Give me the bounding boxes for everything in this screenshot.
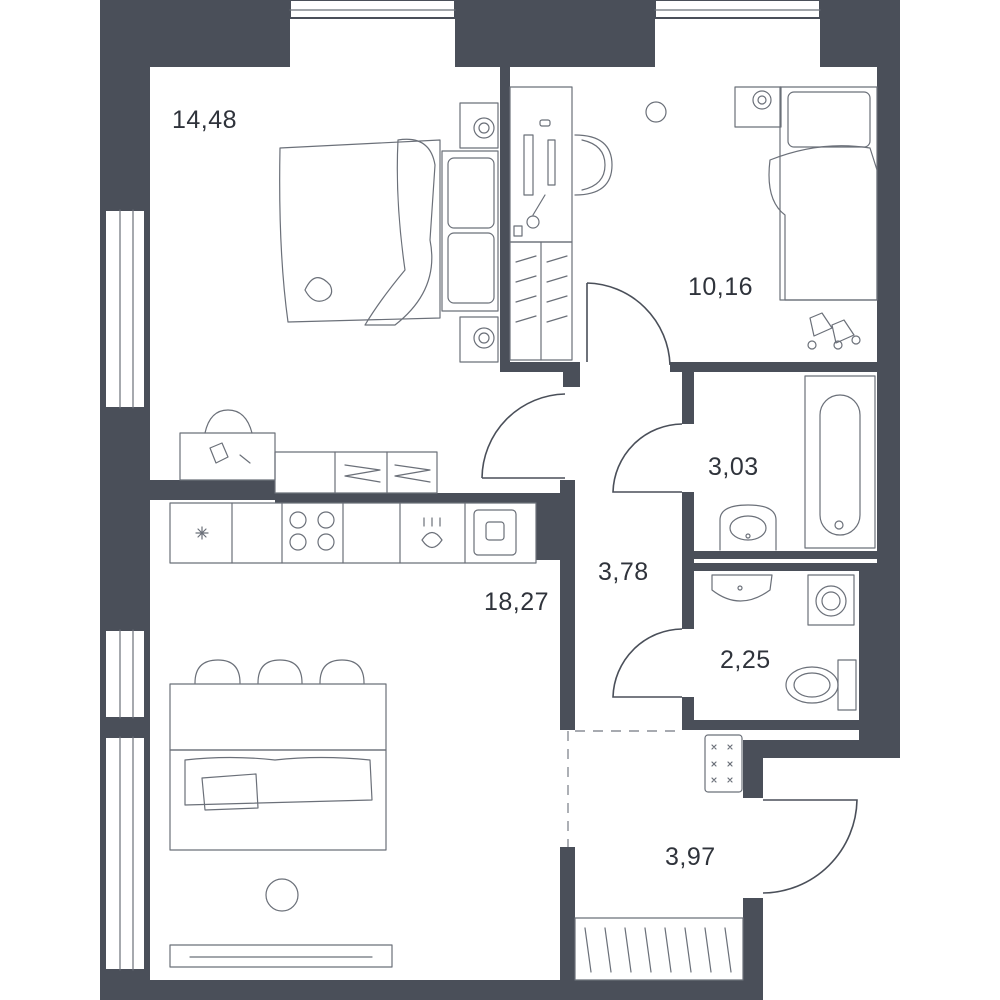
- kids-room-furniture: [509, 86, 878, 361]
- living-furniture: [169, 659, 393, 968]
- kitchen-furniture: [169, 451, 537, 564]
- area-label-kids-room: 10,16: [688, 273, 753, 301]
- bathroom-furniture: [719, 375, 876, 551]
- windows: [104, 0, 821, 971]
- bedroom-furniture: [179, 102, 499, 481]
- area-label-entrance: 3,97: [665, 843, 716, 871]
- area-label-bathroom: 3,03: [708, 453, 759, 481]
- entrance-furniture: [574, 734, 744, 981]
- toilet-furniture: [711, 574, 857, 711]
- area-label-toilet: 2,25: [720, 646, 771, 674]
- area-label-bedroom: 14,48: [172, 106, 237, 134]
- area-label-hallway: 3,78: [598, 558, 649, 586]
- doors: [481, 282, 858, 894]
- area-labels: 14,48 10,16 3,03 3,78 2,25 18,27 3,97: [172, 106, 771, 871]
- walls: [100, 0, 900, 1000]
- area-label-kitchen-living: 18,27: [484, 588, 549, 616]
